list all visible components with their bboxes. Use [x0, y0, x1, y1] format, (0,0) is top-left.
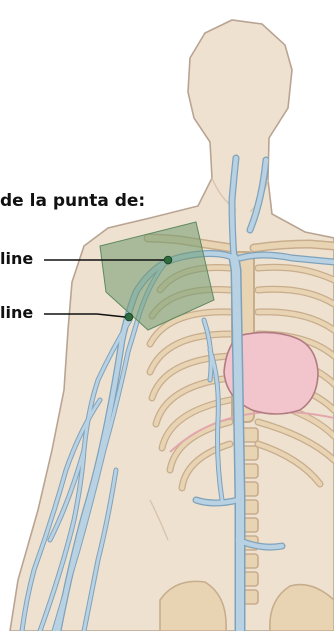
midline-tip-marker: [125, 313, 133, 321]
picc-tip-marker: [164, 256, 172, 264]
midline-line-label: line: [0, 305, 33, 321]
tip-location-heading: de la punta de:: [0, 193, 145, 210]
picc-line-label: line: [0, 251, 33, 267]
